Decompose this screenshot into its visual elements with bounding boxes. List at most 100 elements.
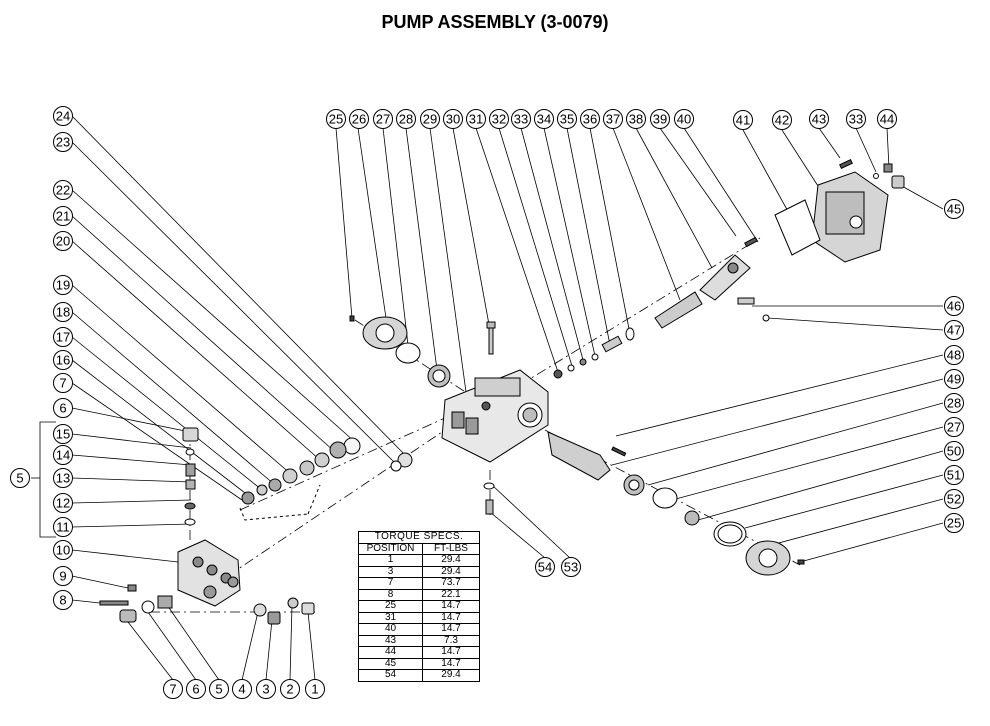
callout-30: 30: [443, 109, 463, 129]
page-title: PUMP ASSEMBLY (3-0079): [381, 12, 609, 32]
callout-12: 12: [53, 493, 73, 513]
callout-20: 20: [53, 231, 73, 251]
callout-47: 47: [944, 320, 964, 340]
svg-text:7: 7: [59, 376, 66, 391]
callout-35: 35: [557, 109, 577, 129]
callout-34: 34: [534, 109, 554, 129]
callout-5-bottom: 5: [209, 679, 229, 699]
svg-text:34: 34: [537, 112, 551, 127]
table-cell-ft-lbs: 29.4: [422, 554, 480, 567]
table-cell-ft-lbs: 22.1: [422, 588, 480, 601]
callout-27-right: 27: [944, 417, 964, 437]
svg-text:50: 50: [947, 444, 961, 459]
svg-text:7: 7: [169, 682, 176, 697]
callout-6-bottom: 6: [186, 679, 206, 699]
table-cell-ft-lbs: 29.4: [422, 565, 480, 578]
svg-text:6: 6: [192, 682, 199, 697]
svg-text:27: 27: [376, 112, 390, 127]
svg-text:23: 23: [56, 135, 70, 150]
table-cell-ft-lbs: 7.3: [422, 634, 480, 647]
callout-54: 54: [535, 557, 555, 577]
callout-3: 3: [256, 679, 276, 699]
callout-10: 10: [53, 540, 73, 560]
table-cell-ft-lbs: 29.4: [422, 669, 480, 682]
callout-25-top: 25: [326, 109, 346, 129]
svg-text:48: 48: [947, 348, 961, 363]
svg-text:31: 31: [469, 112, 483, 127]
svg-text:33: 33: [849, 112, 863, 127]
svg-text:41: 41: [736, 113, 750, 128]
svg-text:42: 42: [775, 113, 789, 128]
callout-25-right: 25: [944, 513, 964, 533]
callout-2: 2: [280, 679, 300, 699]
callout-27-top: 27: [373, 109, 393, 129]
table-cell-position: 25: [358, 600, 423, 613]
table-cell-ft-lbs: 73.7: [422, 577, 480, 590]
callout-7-left: 7: [53, 373, 73, 393]
table-cell-position: 8: [358, 588, 423, 601]
table-cell-position: 45: [358, 657, 423, 670]
callout-7-bottom: 7: [163, 679, 183, 699]
svg-text:16: 16: [56, 353, 70, 368]
callout-15: 15: [53, 424, 73, 444]
callout-16: 16: [53, 350, 73, 370]
leader-lines: [31, 115, 944, 681]
callouts: 24 23 22 21 20 19 18 17 16 7 6 15 14 13 …: [10, 106, 964, 699]
svg-text:1: 1: [311, 682, 318, 697]
callout-49: 49: [944, 369, 964, 389]
svg-text:53: 53: [564, 560, 578, 575]
svg-text:36: 36: [583, 112, 597, 127]
callout-8: 8: [53, 590, 73, 610]
svg-text:33: 33: [514, 112, 528, 127]
callout-32: 32: [489, 109, 509, 129]
svg-text:35: 35: [560, 112, 574, 127]
table-cell-position: 44: [358, 646, 423, 659]
callout-45: 45: [944, 199, 964, 219]
svg-text:20: 20: [56, 234, 70, 249]
svg-text:6: 6: [59, 401, 66, 416]
callout-28-top: 28: [396, 109, 416, 129]
callout-4: 4: [232, 679, 252, 699]
svg-text:5: 5: [215, 682, 222, 697]
callout-11: 11: [53, 517, 73, 537]
svg-text:10: 10: [56, 543, 70, 558]
table-cell-position: 54: [358, 669, 423, 682]
svg-text:49: 49: [947, 372, 961, 387]
callout-19: 19: [53, 275, 73, 295]
callout-28-right: 28: [944, 393, 964, 413]
svg-text:28: 28: [399, 112, 413, 127]
table-cell-ft-lbs: 14.7: [422, 646, 480, 659]
callout-31: 31: [466, 109, 486, 129]
callout-38: 38: [626, 109, 646, 129]
svg-text:47: 47: [947, 323, 961, 338]
svg-text:11: 11: [56, 520, 70, 535]
svg-text:37: 37: [606, 112, 620, 127]
svg-text:46: 46: [947, 299, 961, 314]
svg-text:26: 26: [352, 112, 366, 127]
svg-text:19: 19: [56, 278, 70, 293]
table-cell-ft-lbs: 14.7: [422, 600, 480, 613]
svg-text:24: 24: [56, 109, 70, 124]
svg-text:22: 22: [56, 183, 70, 198]
callout-50: 50: [944, 441, 964, 461]
svg-text:45: 45: [947, 202, 961, 217]
svg-text:4: 4: [238, 682, 245, 697]
table-cell-ft-lbs: 14.7: [422, 611, 480, 624]
callout-46: 46: [944, 296, 964, 316]
callout-13: 13: [53, 468, 73, 488]
svg-text:40: 40: [677, 112, 691, 127]
svg-text:3: 3: [262, 682, 269, 697]
table-cell-position: 1: [358, 554, 423, 567]
svg-text:54: 54: [538, 560, 552, 575]
crankcase: [441, 369, 549, 463]
svg-text:52: 52: [947, 492, 961, 507]
callout-23: 23: [53, 132, 73, 152]
column-header-ft-lbs: FT-LBS: [422, 542, 480, 555]
svg-text:27: 27: [947, 420, 961, 435]
